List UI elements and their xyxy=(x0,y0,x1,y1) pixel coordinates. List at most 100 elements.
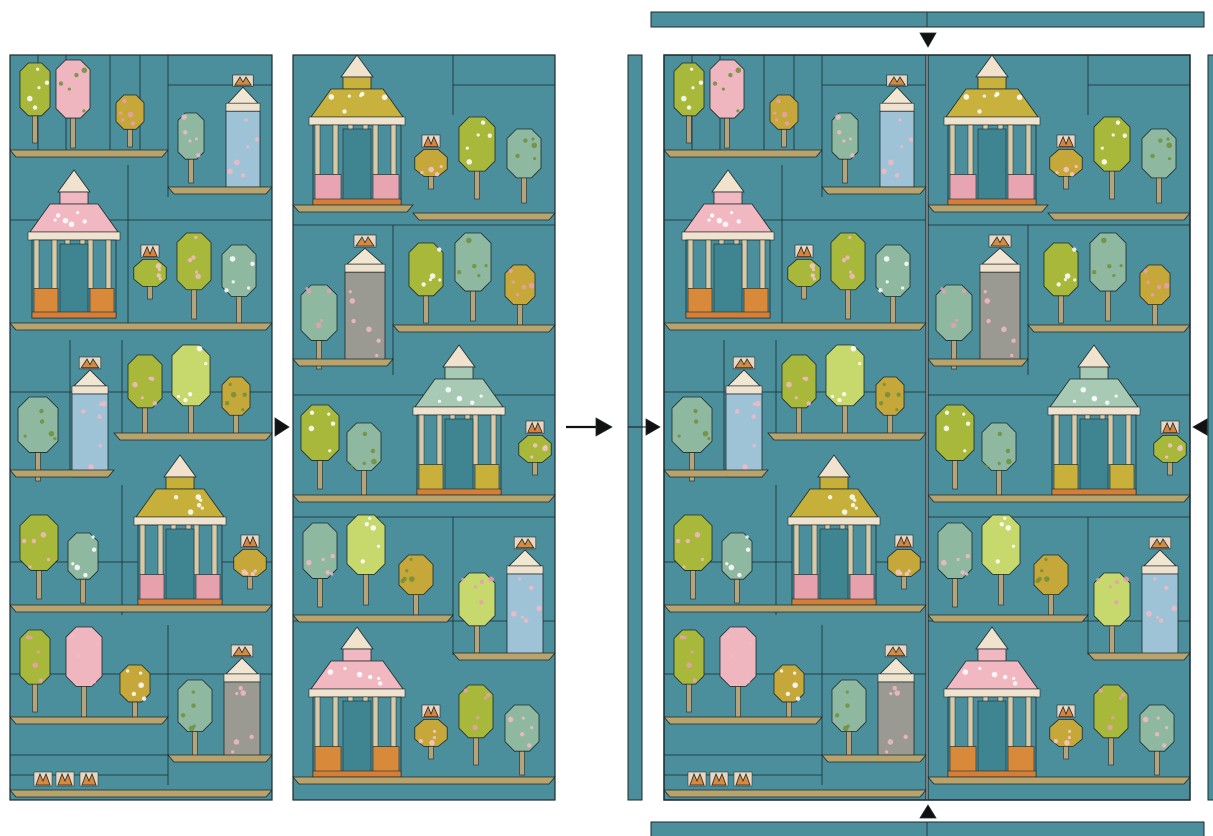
print-dot xyxy=(255,137,259,141)
print-dot xyxy=(49,431,55,437)
print-dot xyxy=(690,68,693,71)
print-dot xyxy=(181,713,185,717)
shelf-strip xyxy=(413,213,555,220)
print-dot xyxy=(142,697,146,701)
tree-canopy xyxy=(507,129,541,178)
tree-canopy xyxy=(1140,705,1174,751)
house-eave xyxy=(726,386,762,394)
tree-canopy xyxy=(399,555,433,595)
print-dot xyxy=(699,80,703,84)
print-dot xyxy=(905,572,909,576)
house-eave xyxy=(1142,566,1178,574)
tree-trunk xyxy=(522,176,527,203)
print-dot xyxy=(132,382,138,388)
print-dot xyxy=(349,290,352,293)
print-dot xyxy=(896,393,900,397)
print-dot xyxy=(1054,739,1058,743)
tree-canopy xyxy=(674,630,704,684)
shelf-strip xyxy=(293,359,393,366)
gazebo-column xyxy=(373,125,378,175)
print-dot xyxy=(786,382,792,388)
gazebo-eave xyxy=(682,232,774,240)
print-dot xyxy=(723,221,729,227)
print-dot xyxy=(995,92,999,96)
tree-trunk xyxy=(234,413,239,435)
tree-trunk xyxy=(520,749,525,775)
print-dot xyxy=(901,286,904,289)
tree-canopy xyxy=(1094,117,1130,171)
tree-trunk xyxy=(999,572,1004,605)
shelf-strip xyxy=(822,187,926,194)
print-dot xyxy=(188,139,191,142)
tree-canopy xyxy=(68,533,98,579)
print-dot xyxy=(351,319,355,323)
print-dot xyxy=(888,160,894,166)
gazebo-column xyxy=(848,525,853,575)
print-dot xyxy=(1157,285,1161,289)
print-dot xyxy=(188,258,192,262)
print-dot xyxy=(1168,157,1171,160)
print-dot xyxy=(156,263,162,269)
print-dot xyxy=(69,221,75,227)
print-dot xyxy=(898,118,901,121)
gazebo-eave xyxy=(1048,407,1140,415)
gazebo-cupola xyxy=(343,649,371,661)
print-dot xyxy=(849,274,855,280)
tree-trunk xyxy=(318,458,323,489)
print-dot xyxy=(241,173,245,177)
print-dot xyxy=(536,606,542,612)
shelf-board xyxy=(413,213,555,220)
shelf-board xyxy=(168,755,272,762)
print-dot xyxy=(81,409,85,413)
tree-canopy xyxy=(303,523,337,578)
shelf-strip xyxy=(293,615,453,622)
print-dot xyxy=(796,697,800,701)
print-dot xyxy=(1006,449,1010,453)
tree-canopy xyxy=(20,630,50,684)
print-dot xyxy=(83,573,87,577)
print-dot xyxy=(680,635,684,639)
print-dot xyxy=(1012,677,1015,680)
print-dot xyxy=(941,560,947,566)
tulip-pot-body xyxy=(888,549,920,576)
tree-trunk xyxy=(1155,749,1160,775)
print-dot xyxy=(1156,616,1159,619)
print-dot xyxy=(904,262,908,266)
tulip-trunk xyxy=(1064,746,1069,759)
tulip-pot-body xyxy=(134,259,166,286)
print-dot xyxy=(39,678,43,682)
print-dot xyxy=(792,682,798,688)
print-dot xyxy=(811,273,815,277)
shelf-strip xyxy=(664,150,822,157)
gazebo-doorway xyxy=(343,129,371,205)
print-dot xyxy=(1070,172,1074,176)
print-dot xyxy=(957,558,960,561)
print-dot xyxy=(225,401,229,405)
print-dot xyxy=(1105,400,1109,404)
tree-canopy xyxy=(18,397,58,452)
print-dot xyxy=(1075,165,1078,168)
gazebo-step xyxy=(138,599,222,605)
tree-trunk xyxy=(736,684,741,717)
print-dot xyxy=(174,495,178,499)
print-dot xyxy=(966,554,970,558)
print-dot xyxy=(1121,693,1125,697)
print-dot xyxy=(1147,281,1150,284)
gazebo-column xyxy=(1026,125,1031,175)
print-dot xyxy=(889,692,892,695)
print-dot xyxy=(234,739,240,745)
print-dot xyxy=(183,130,187,134)
print-dot xyxy=(327,289,331,293)
tulip-trunk xyxy=(1064,176,1069,189)
print-dot xyxy=(250,262,254,266)
shelf-strip xyxy=(453,653,555,660)
print-dot xyxy=(82,67,88,73)
house-eave xyxy=(226,103,260,111)
print-dot xyxy=(1092,396,1096,400)
print-dot xyxy=(132,692,136,696)
print-dot xyxy=(328,669,334,675)
tree-trunk xyxy=(82,684,87,717)
print-dot xyxy=(71,562,74,565)
print-dot xyxy=(858,362,861,365)
house-eave xyxy=(507,566,543,574)
